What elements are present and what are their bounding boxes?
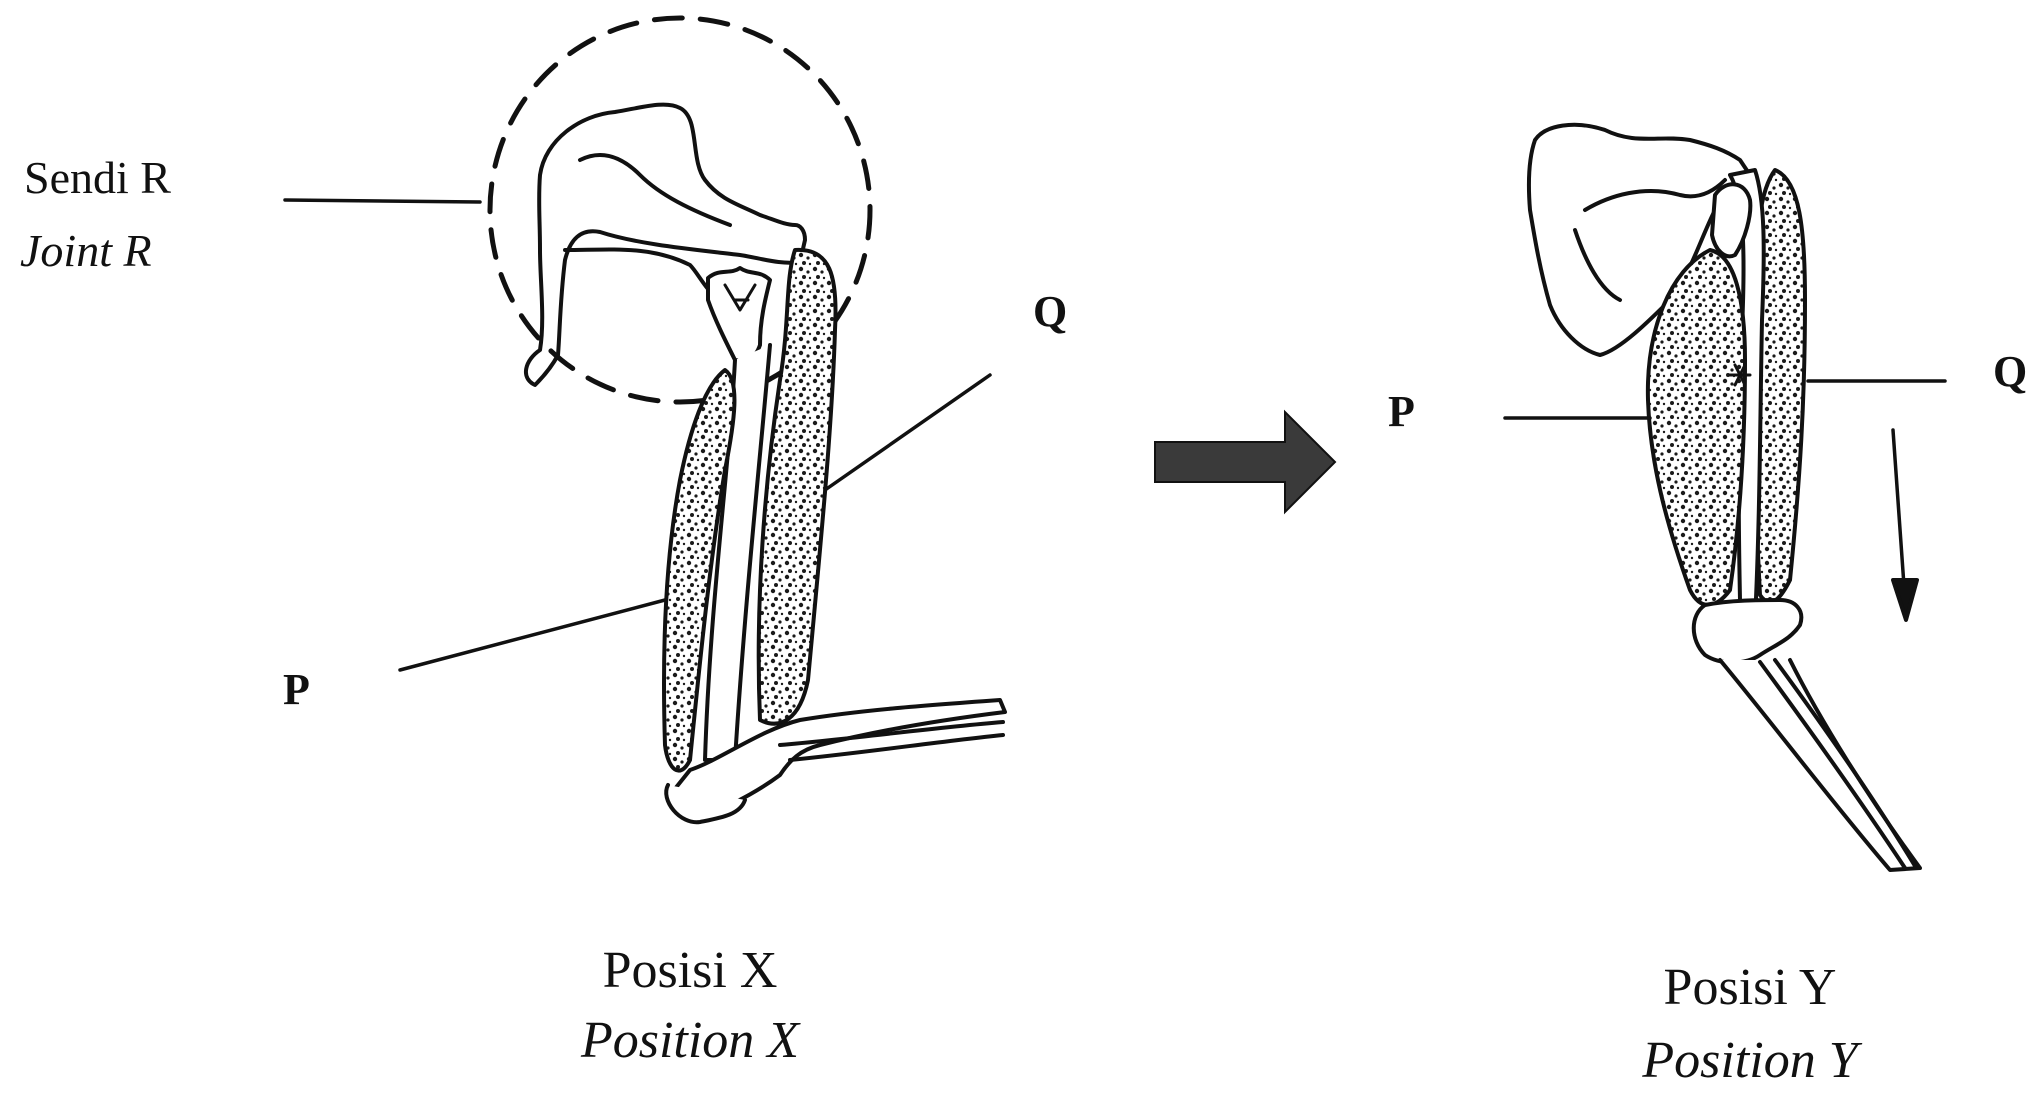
right-p-label: P [1388,390,1415,434]
joint-r-label-en: Joint R [20,228,152,274]
q-pointer-line-left [825,375,990,490]
scapula-notch [565,249,730,305]
right-q-label: Q [1993,350,2027,394]
joint-r-pointer-line [285,200,480,202]
joint-r-label-ms: Sendi R [24,155,171,201]
left-p-label: P [283,668,310,712]
position-y-caption-en: Position Y [1570,1035,1930,1087]
scapula-bone-left [526,105,805,385]
scapula-inner-line [580,155,730,225]
left-q-label: Q [1033,290,1067,334]
elbow-right [1694,600,1802,663]
position-x-caption-ms: Posisi X [510,945,870,997]
muscle-q-left [759,250,836,724]
p-pointer-line-left [400,600,665,670]
position-y-figure [1505,125,1945,870]
transition-arrow [1155,412,1335,512]
humerus-head-left [708,268,770,361]
position-x-figure [285,18,1005,822]
forearm-line-right-1 [1760,662,1905,868]
scapula-inner-line-right [1585,180,1725,210]
downward-arrow-head [1893,580,1917,620]
downward-arrow-shaft [1893,430,1905,600]
position-x-caption-en: Position X [510,1015,870,1067]
scapula-notch-right [1575,230,1620,300]
forearm-right [1720,660,1920,870]
position-y-caption-ms: Posisi Y [1570,962,1930,1014]
muscle-p-right [1648,250,1745,605]
